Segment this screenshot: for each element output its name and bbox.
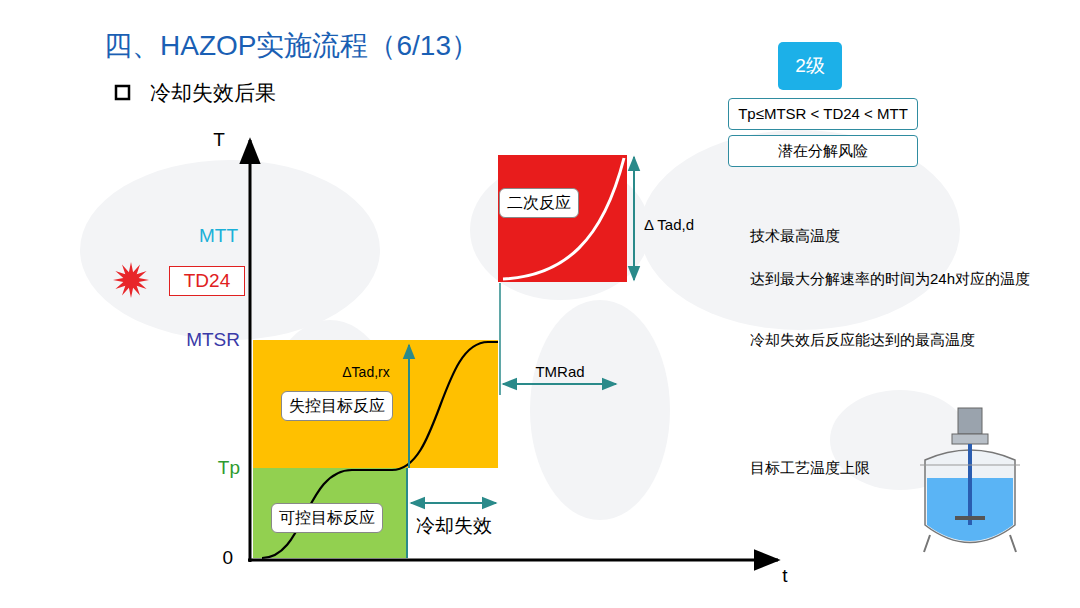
level-label: Tp — [218, 457, 240, 479]
reaction-box: 二次反应 — [499, 188, 579, 218]
dimension-label: TMRad — [535, 363, 584, 380]
guide-line — [499, 283, 501, 395]
reaction-box: 可控目标反应 — [271, 503, 383, 533]
td24-box: TD24 — [169, 266, 245, 296]
bullet-square — [116, 86, 129, 99]
decomposition-curve — [503, 158, 624, 279]
dimension-label: 冷却失效 — [416, 515, 492, 537]
dimension-arrow — [503, 383, 616, 385]
node-text: 2级 — [795, 55, 825, 77]
level-label: MTT — [199, 225, 238, 247]
axis-label: 0 — [222, 547, 233, 569]
dimension-arrow — [633, 157, 635, 280]
level-badge: 2级 — [778, 42, 842, 90]
description-note: 冷却失效后反应能达到的最高温度 — [750, 331, 975, 348]
section-heading: 冷却失效后果 — [150, 81, 276, 105]
dimension-arrow — [411, 502, 496, 504]
slide-title: 四、HAZOP实施流程（6/13） — [104, 30, 479, 62]
node-text: TD24 — [184, 270, 230, 292]
description-note: 达到最大分解速率的时间为24h对应的温度 — [750, 270, 1030, 287]
secondary-band — [498, 155, 627, 282]
warning-burst — [113, 262, 149, 298]
axis-label: t — [782, 565, 787, 587]
axis-label: T — [213, 129, 225, 151]
level-label: MTSR — [186, 329, 240, 351]
y-axis — [249, 140, 252, 562]
dimension-label: Δ Tad,d — [644, 216, 694, 233]
node-text: Tp≤MTSR < TD24 < MTT — [738, 105, 908, 122]
node-text: 可控目标反应 — [279, 509, 375, 527]
guide-line — [406, 468, 408, 558]
x-axis — [248, 559, 778, 562]
reactor-illustration — [920, 408, 1020, 552]
node-text: 失控目标反应 — [289, 397, 385, 415]
dimension-label: ΔTad,rx — [342, 364, 389, 380]
description-note: 技术最高温度 — [750, 227, 840, 244]
description-note: 目标工艺温度上限 — [750, 459, 870, 476]
controlled-band — [253, 468, 407, 558]
node-text: 二次反应 — [507, 194, 571, 212]
temperature-curve — [262, 342, 498, 558]
node-text: 潜在分解风险 — [778, 142, 868, 159]
condition-box: Tp≤MTSR < TD24 < MTT — [728, 98, 918, 130]
reaction-box: 失控目标反应 — [281, 391, 393, 421]
dimension-arrow — [408, 345, 410, 468]
risk-box: 潜在分解风险 — [728, 135, 918, 167]
